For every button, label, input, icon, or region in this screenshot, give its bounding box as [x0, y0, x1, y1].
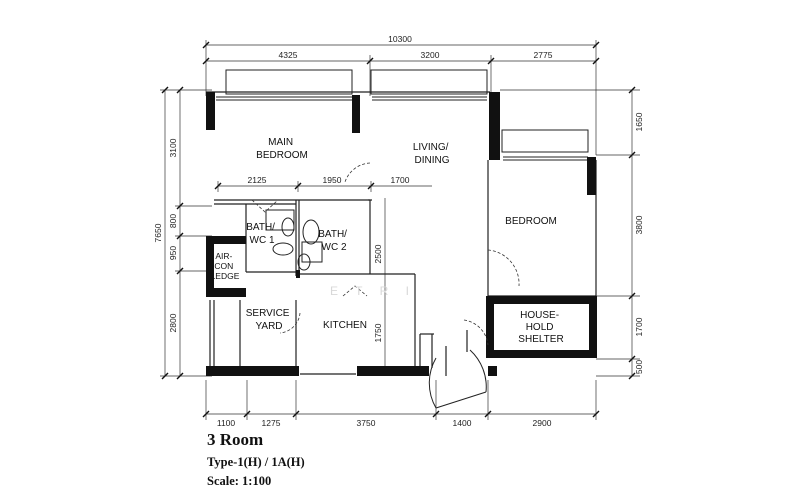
room-main-bedroom: MAIN BEDROOM	[256, 137, 308, 161]
room-labels: MAIN BEDROOM LIVING/ DINING BEDROOM BATH…	[211, 137, 564, 345]
room-bath-wc-1: BATH/ WC 1	[246, 222, 278, 246]
entrance-door	[428, 349, 487, 409]
floor-plan: 10300 4325 3200 2775 7650 3100 800 950 2…	[153, 34, 644, 428]
dim-left-overall: 7650	[153, 223, 163, 242]
dim-bottom-4: 1400	[453, 418, 472, 428]
dim-bottom-5: 2900	[533, 418, 552, 428]
dim-bottom-2: 1275	[262, 418, 281, 428]
plan-scale: Scale: 1:100	[207, 474, 272, 488]
dim-right-4: 500	[634, 360, 644, 374]
dimension-labels: 10300 4325 3200 2775 7650 3100 800 950 2…	[153, 34, 644, 428]
room-bath-wc-2: BATH/ WC 2	[318, 229, 350, 253]
dim-left-3: 950	[168, 246, 178, 260]
door-swings	[251, 162, 520, 346]
dim-top-3: 2775	[534, 50, 553, 60]
dim-right-1: 1650	[634, 112, 644, 131]
dim-bottom-1: 1100	[217, 418, 236, 428]
room-kitchen: KITCHEN	[323, 320, 367, 331]
dim-bottom-3: 3750	[357, 418, 376, 428]
plan-type: Type-1(H) / 1A(H)	[207, 455, 305, 469]
watermark: E T R I	[330, 284, 416, 298]
dimension-ticks	[161, 41, 636, 418]
room-aircon-ledge: AIR- CON LEDGE	[211, 251, 240, 281]
room-service-yard: SERVICE YARD	[246, 308, 293, 332]
dim-top-1: 4325	[279, 50, 298, 60]
dim-interior-3: 1700	[391, 175, 410, 185]
dim-right-2: 3800	[634, 215, 644, 234]
dim-left-1: 3100	[168, 138, 178, 157]
dim-interior-2: 1950	[323, 175, 342, 185]
dim-top-2: 3200	[421, 50, 440, 60]
room-living-dining: LIVING/ DINING	[413, 142, 451, 166]
bath-fixtures	[265, 209, 323, 271]
room-bedroom: BEDROOM	[505, 216, 557, 227]
room-household-shelter: HOUSE- HOLD SHELTER	[518, 310, 563, 345]
solid-walls	[206, 92, 597, 376]
dim-top-overall: 10300	[388, 34, 412, 44]
dim-right-3: 1700	[634, 317, 644, 336]
dim-interior-5: 1750	[373, 323, 383, 342]
dim-left-2: 800	[168, 214, 178, 228]
top-windows	[216, 69, 589, 161]
dim-interior-4: 2500	[373, 244, 383, 263]
plan-title: 3 Room	[207, 430, 264, 449]
dim-interior-1: 2125	[248, 175, 267, 185]
dim-left-4: 2800	[168, 313, 178, 332]
